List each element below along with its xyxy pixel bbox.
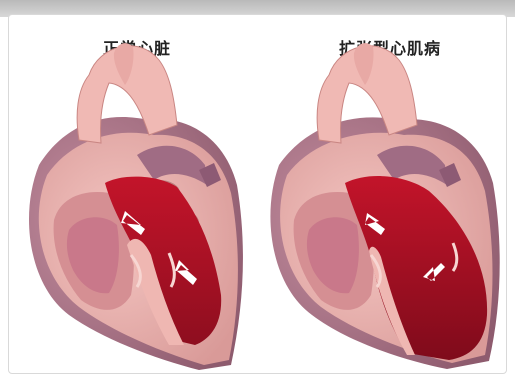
dilated-cardiomyopathy-panel: 扩张型心肌病 <box>257 15 505 373</box>
normal-heart-panel: 正常心脏 <box>9 15 257 373</box>
normal-heart-illustration <box>9 15 257 373</box>
image-frame: 正常心脏 <box>8 14 507 374</box>
dilated-heart-illustration <box>257 15 505 373</box>
